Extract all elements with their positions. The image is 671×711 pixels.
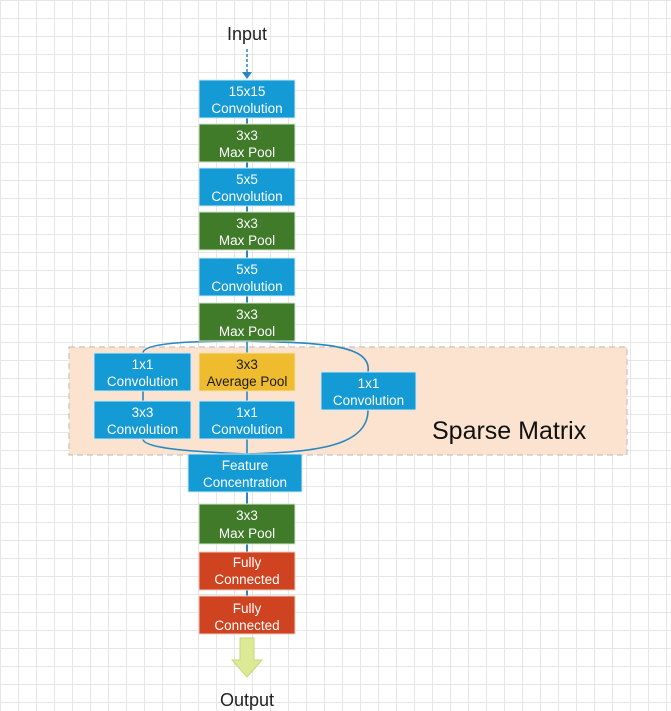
svg-text:3x3: 3x3	[236, 357, 258, 372]
input-label: Input	[227, 24, 267, 44]
svg-text:Max Pool: Max Pool	[219, 145, 275, 160]
svg-text:Convolution: Convolution	[107, 374, 178, 389]
svg-text:5x5: 5x5	[236, 262, 258, 277]
svg-text:3x3: 3x3	[236, 508, 258, 523]
svg-text:Fully: Fully	[233, 601, 262, 616]
svg-text:Concentration: Concentration	[203, 475, 287, 490]
conv-5x5-1-box: 5x5 Convolution	[198, 167, 296, 207]
maxpool-3-box: 3x3 Max Pool	[198, 302, 296, 342]
maxpool-4-box: 3x3 Max Pool	[198, 503, 296, 545]
svg-text:Convolution: Convolution	[211, 101, 282, 116]
branch-connector	[246, 340, 369, 373]
svg-text:Max Pool: Max Pool	[219, 526, 275, 541]
svg-text:Connected: Connected	[214, 572, 279, 587]
input-arrow-head	[242, 72, 252, 79]
svg-text:3x3: 3x3	[236, 307, 258, 322]
avg-pool-box: 3x3 Average Pool	[198, 352, 296, 392]
svg-text:15x15: 15x15	[229, 84, 266, 99]
conv-15x15-box: 15x15 Convolution	[198, 79, 296, 119]
fc-2-box: Fully Connected	[198, 595, 296, 635]
svg-text:Convolution: Convolution	[333, 393, 404, 408]
svg-text:Max Pool: Max Pool	[219, 233, 275, 248]
svg-text:Convolution: Convolution	[211, 279, 282, 294]
maxpool-1-box: 3x3 Max Pool	[198, 123, 296, 163]
svg-text:Convolution: Convolution	[211, 189, 282, 204]
svg-text:Convolution: Convolution	[107, 422, 178, 437]
fc-1-box: Fully Connected	[198, 551, 296, 591]
svg-text:5x5: 5x5	[236, 172, 258, 187]
output-label: Output	[220, 690, 274, 710]
svg-text:Fully: Fully	[233, 555, 262, 570]
conv-5x5-2-box: 5x5 Convolution	[198, 257, 296, 297]
conv-1x1-mid-box: 1x1 Convolution	[198, 400, 296, 440]
svg-text:1x1: 1x1	[358, 376, 380, 391]
merge-connector	[142, 438, 248, 455]
svg-text:Feature: Feature	[222, 458, 269, 473]
sparse-matrix-label: Sparse Matrix	[432, 417, 587, 445]
svg-text:3x3: 3x3	[132, 405, 154, 420]
svg-text:Convolution: Convolution	[211, 422, 282, 437]
svg-text:Connected: Connected	[214, 618, 279, 633]
conv-1x1-left-box: 1x1 Convolution	[93, 352, 192, 392]
svg-text:3x3: 3x3	[236, 216, 258, 231]
conv-3x3-box: 3x3 Convolution	[93, 400, 192, 440]
svg-text:Average Pool: Average Pool	[207, 374, 288, 389]
merge-connector	[246, 409, 369, 455]
conv-1x1-right-box: 1x1 Convolution	[320, 371, 417, 411]
svg-text:3x3: 3x3	[236, 128, 258, 143]
svg-text:1x1: 1x1	[132, 357, 154, 372]
feature-concentration-box: Feature Concentration	[187, 453, 303, 493]
svg-text:1x1: 1x1	[236, 405, 258, 420]
maxpool-2-box: 3x3 Max Pool	[198, 211, 296, 251]
output-arrow-icon	[230, 637, 264, 678]
svg-text:Max Pool: Max Pool	[219, 324, 275, 339]
